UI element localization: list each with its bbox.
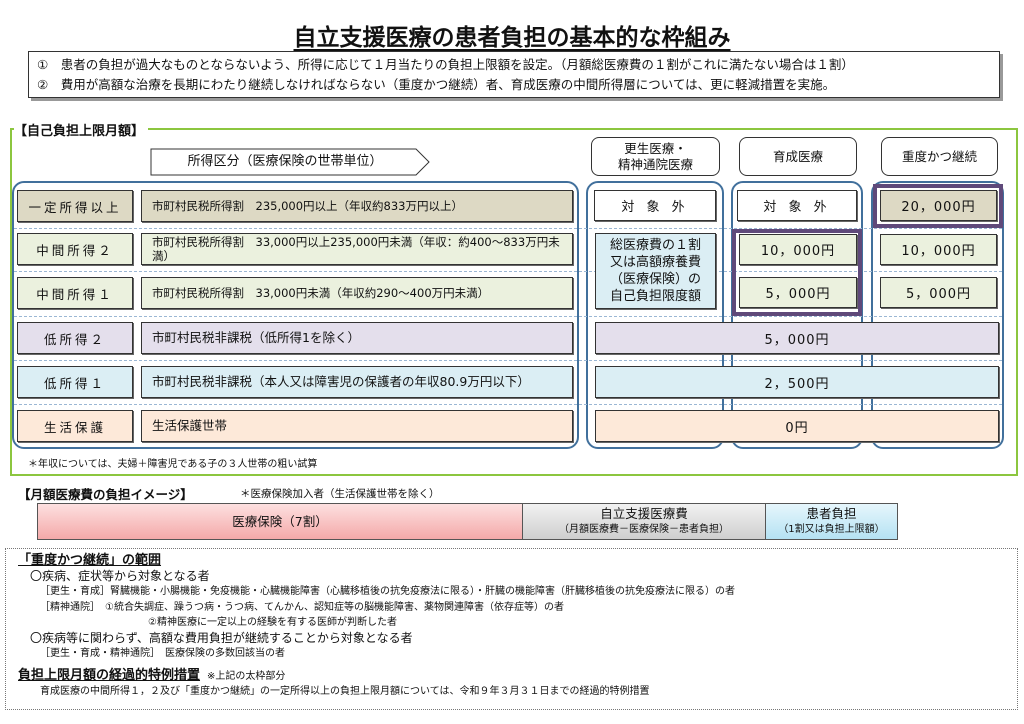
row-desc-welfare: 生活保護世帯 [141, 410, 573, 442]
bar-insurance: 医療保険（7割） [37, 503, 523, 540]
limit-frame [10, 128, 1018, 476]
col-header-kosei: 更生医療・ 精神通院医療 [591, 137, 720, 176]
ikusei-high-value: 対 象 外 [737, 190, 857, 221]
row-desc-mid2: 市町村民税所得割 33,000円以上235,000円未満（年収：約400～833… [141, 233, 573, 265]
transitional-highlight [873, 184, 1003, 228]
bar-insurance-title: 医療保険（7割） [232, 513, 328, 529]
page-title-text: 自立支援医療の患者負担の基本的な枠組み [293, 25, 731, 51]
bar-support-title: 自立支援医療費 [600, 505, 688, 521]
bar-patient-title: 患者負担 [806, 505, 857, 521]
arrow-shape-icon [150, 148, 430, 176]
juudo-mid2-value: 10，000円 [880, 234, 997, 265]
row-label-mid2: 中間所得２ [17, 233, 133, 265]
juudo-high-value: 20，000円 [880, 190, 997, 221]
special-text: 育成医療の中間所得１，２及び「重度かつ継続」の一定所得以上の負担上限月額について… [40, 686, 650, 697]
row-desc-high: 市町村民税所得割 235,000円以上（年収約833万円以上） [141, 190, 573, 222]
note-1: ① 患者の負担が過大なものとならないよう、所得に応じて１月当たりの負担上限額を設… [37, 57, 854, 72]
scope-line: ［更生・育成・精神通院］ 医療保険の多数回該当の者 [40, 648, 285, 659]
special-heading: 負担上限月額の経過的特例措置 [18, 667, 201, 683]
income-header: 所得区分（医療保険の世帯単位） [187, 154, 383, 169]
bar-support: 自立支援医療費 （月額医療費－医療保険－患者負担） [522, 503, 766, 540]
kosei-group [586, 181, 724, 449]
low2-value: 5，000円 [595, 322, 999, 354]
burden-image-label: 【月額医療費の負担イメージ】 [18, 487, 193, 502]
transitional-highlight [732, 229, 862, 316]
row-label-mid1: 中間所得１ [17, 277, 133, 309]
welfare-value: 0円 [595, 410, 999, 442]
low1-value: 2，500円 [595, 366, 999, 398]
bar-patient: 患者負担 （1割又は負担上限額） [765, 503, 898, 540]
income-group [12, 181, 579, 449]
row-label-low2: 低所得２ [17, 322, 133, 354]
row-divider [14, 360, 1002, 361]
col-header-ikusei: 育成医療 [739, 137, 857, 176]
juudo-group [871, 181, 1004, 449]
note-2: ② 費用が高額な治療を長期にわたり継続しなければならない（重度かつ継続）者、育成… [37, 77, 836, 92]
scope-line: ②精神医療に一定以上の経験を有する医師が判断した者 [148, 617, 397, 628]
juudo-mid1-value: 5，000円 [880, 277, 997, 308]
kosei-mid-value: 総医療費の１割 又は高額療養費 （医療保険）の 自己負担限度額 [595, 233, 716, 309]
scope-line: ［精神通院］ ①統合失調症、躁うつ病・うつ病、てんかん、認知症等の脳機能障害、薬… [40, 601, 564, 613]
footnote: ＊年収については、夫婦＋障害児である子の３人世帯の粗い試算 [28, 459, 318, 470]
ikusei-mid2-value: 10，000円 [739, 234, 857, 265]
row-desc-mid1: 市町村民税所得割 33,000円未満（年収約290～400万円未満） [141, 277, 573, 309]
row-divider [14, 271, 1002, 272]
scope-line: 〇疾病等に関わらず、高額な費用負担が継続することから対象となる者 [30, 630, 413, 645]
notes-box: ① 患者の負担が過大なものとならないよう、所得に応じて１月当たりの負担上限額を設… [28, 51, 1000, 98]
bar-support-sub: （月額医療費－医療保険－患者負担） [559, 523, 729, 535]
section-label: 【自己負担上限月額】 [14, 120, 149, 139]
page-title: 自立支援医療の患者負担の基本的な枠組み [0, 18, 1024, 52]
scope-line: 〇疾病、症状等から対象となる者 [30, 568, 210, 583]
burden-image-note: ＊医療保険加入者（生活保護世帯を除く） [240, 488, 440, 500]
special-note: ※上記の太枠部分 [207, 670, 286, 682]
row-label-welfare: 生活保護 [17, 410, 133, 442]
row-label-high: 一定所得以上 [17, 190, 133, 222]
row-desc-low2: 市町村民税非課税（低所得1を除く） [141, 322, 573, 354]
ikusei-mid1-value: 5，000円 [739, 277, 857, 308]
col-header-juudo: 重度かつ継続 [881, 137, 998, 176]
row-desc-low1: 市町村民税非課税（本人又は障害児の保護者の年収80.9万円以下） [141, 366, 573, 398]
scope-box: 「重度かつ継続」の範囲 〇疾病、症状等から対象となる者 ［更生・育成］腎臓機能・… [5, 548, 1018, 710]
bar-patient-sub: （1割又は負担上限額） [778, 523, 885, 535]
row-divider [14, 316, 1002, 317]
row-divider [14, 228, 1002, 229]
scope-line: ［更生・育成］腎臓機能・小腸機能・免疫機能・心臓機能障害（心臓移植後の抗免疫療法… [40, 586, 735, 597]
row-label-low1: 低所得１ [17, 366, 133, 398]
scope-heading: 「重度かつ継続」の範囲 [18, 553, 162, 568]
row-divider [14, 404, 1002, 405]
kosei-high-value: 対 象 外 [594, 190, 716, 221]
